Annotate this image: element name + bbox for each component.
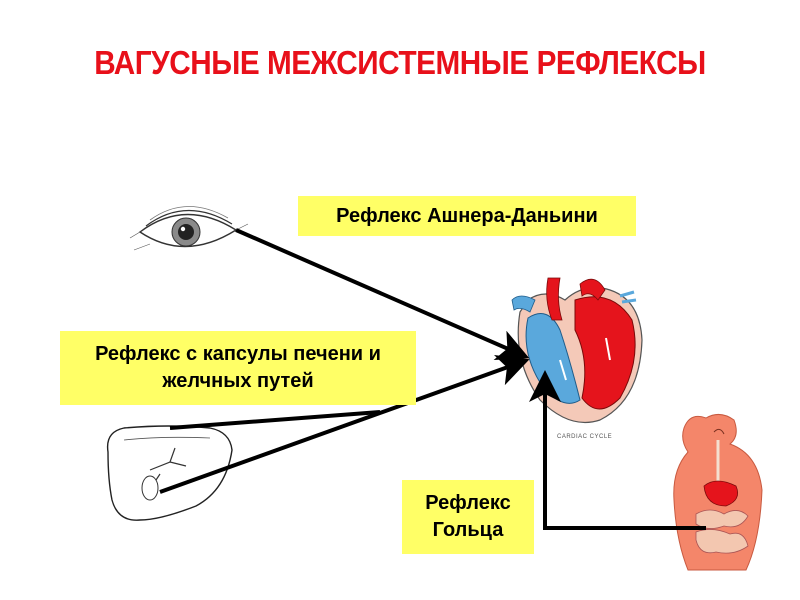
- label-ashner-text: Рефлекс Ашнера-Даньини: [336, 204, 598, 227]
- label-goltz-reflex: Рефлекс Гольца: [402, 480, 534, 554]
- arrow-liver-capsule-to-heart: [169, 410, 381, 430]
- label-liver-line1: Рефлекс с капсулы печени и: [95, 343, 381, 365]
- arrow-liver-to-heart: [159, 355, 530, 494]
- arrow-stomach-to-heart: [529, 370, 706, 530]
- label-ashner-reflex: Рефлекс Ашнера-Даньини: [298, 196, 636, 236]
- label-goltz-line1: Рефлекс: [425, 492, 511, 514]
- label-liver-reflex: Рефлекс с капсулы печени и желчных путей: [60, 331, 416, 405]
- digestive-system-icon: [673, 414, 763, 571]
- label-goltz-line2: Гольца: [432, 519, 504, 541]
- arrows: [159, 228, 706, 530]
- page-title: ВАГУСНЫЕ МЕЖСИСТЕМНЫЕ РЕФЛЕКСЫ: [94, 44, 706, 81]
- liver-icon: [106, 425, 233, 521]
- eye-icon: [129, 206, 249, 251]
- arrow-eye-to-heart: [235, 228, 530, 361]
- heart-icon: [511, 277, 643, 424]
- label-liver-line2: желчных путей: [162, 370, 314, 392]
- heart-caption: CARDIAC CYCLE: [557, 434, 613, 440]
